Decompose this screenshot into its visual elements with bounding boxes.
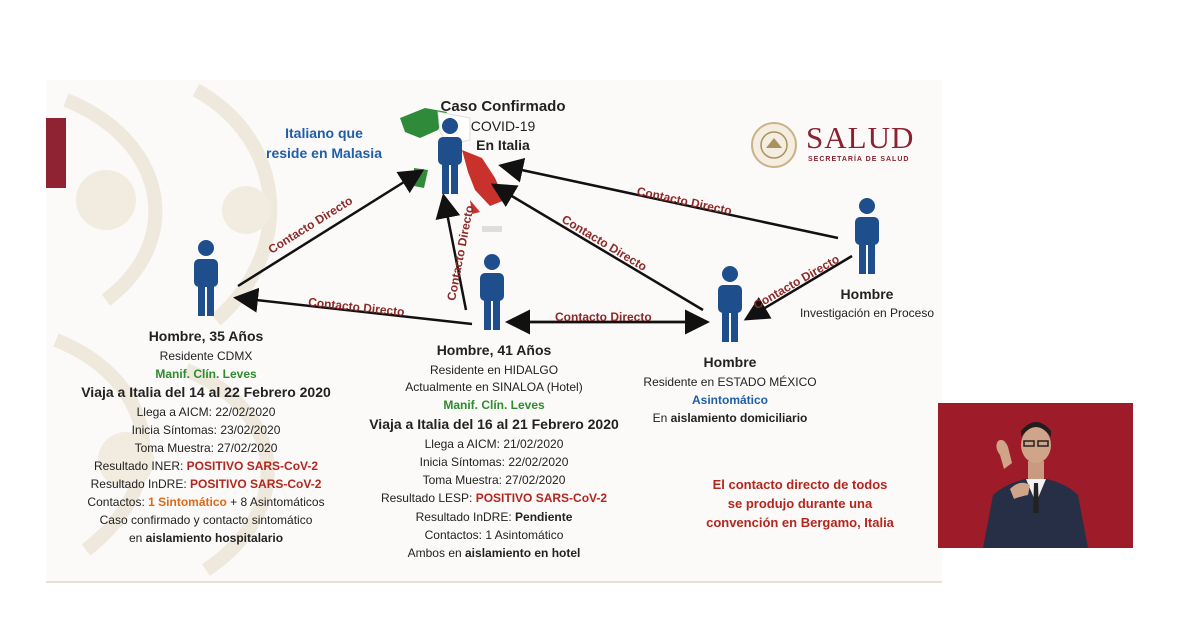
person2-sample: Toma Muestra: 27/02/2020 bbox=[422, 473, 566, 487]
person1-icon bbox=[194, 240, 218, 316]
italian-label-line2: reside en Malasia bbox=[266, 145, 382, 161]
arrow-label-person2-person3: Contacto Directo bbox=[555, 310, 652, 324]
person1-onset: Inicia Síntomas: 23/02/2020 bbox=[131, 423, 281, 437]
person1-sample: Toma Muestra: 27/02/2020 bbox=[134, 441, 278, 455]
italian-label-line1: Italiano que bbox=[285, 125, 363, 141]
person2-travel: Viaja a Italia del 16 al 21 Febrero 2020 bbox=[369, 416, 619, 432]
person3-status: Asintomático bbox=[691, 393, 769, 407]
salud-logo-subtitle: SECRETARÍA DE SALUD bbox=[808, 156, 910, 163]
arrow-person2-to-case bbox=[435, 193, 468, 311]
person2-onset: Inicia Síntomas: 22/02/2020 bbox=[419, 455, 569, 469]
closing-line2: se produjo durante una bbox=[727, 496, 873, 511]
person1-indre-result: Resultado InDRE: POSITIVO SARS-CoV-2 bbox=[90, 477, 322, 491]
person1-isolation: en aislamiento hospitalario bbox=[128, 531, 284, 545]
person1-arrival: Llega a AICM: 22/02/2020 bbox=[136, 405, 276, 419]
arrow-person1-to-case bbox=[237, 169, 425, 288]
person1-title: Hombre, 35 Años bbox=[148, 328, 264, 344]
slide-divider bbox=[46, 581, 942, 583]
person1-note: Caso confirmado y contacto sintomático bbox=[99, 513, 313, 527]
person1-symptoms: Manif. Clín. Leves bbox=[155, 367, 257, 381]
person4-title: Hombre bbox=[840, 286, 894, 302]
accent-bar bbox=[46, 118, 66, 188]
person3-icon bbox=[718, 266, 742, 342]
person1-residence: Residente CDMX bbox=[159, 349, 253, 363]
person2-title: Hombre, 41 Años bbox=[436, 342, 552, 358]
closing-line3: convención en Bergamo, Italia bbox=[706, 515, 894, 530]
person1-travel: Viaja a Italia del 14 al 22 Febrero 2020 bbox=[81, 384, 331, 400]
person4-status: Investigación en Proceso bbox=[799, 306, 935, 320]
person4-icon bbox=[855, 198, 879, 274]
arrow-person4-to-person3 bbox=[743, 254, 853, 321]
person2-arrival: Llega a AICM: 21/02/2020 bbox=[424, 437, 564, 451]
person2-residence: Residente en HIDALGO bbox=[429, 363, 559, 377]
person3-title: Hombre bbox=[703, 354, 757, 370]
arrow-person3-to-case bbox=[490, 183, 704, 312]
person2-icon bbox=[480, 254, 504, 330]
decorative-pattern bbox=[53, 83, 278, 576]
person1-contacts: Contactos: 1 Sintomático + 8 Asintomátic… bbox=[87, 495, 325, 509]
person2-current: Actualmente en SINALOA (Hotel) bbox=[405, 380, 583, 394]
person3-isolation: En aislamiento domiciliario bbox=[652, 411, 808, 425]
person2-contacts: Contactos: 1 Asintomático bbox=[424, 528, 564, 542]
case-title-line2: COVID-19 bbox=[470, 118, 536, 134]
arrow-person4-to-case bbox=[498, 157, 839, 240]
person2-isolation: Ambos en aislamiento en hotel bbox=[407, 546, 581, 560]
person-case-icon bbox=[438, 118, 462, 194]
person2-indre-result: Resultado InDRE: Pendiente bbox=[415, 510, 573, 524]
salud-logo: SALUD bbox=[806, 120, 915, 155]
person2-lesp-result: Resultado LESP: POSITIVO SARS-CoV-2 bbox=[380, 491, 608, 505]
government-seal-icon bbox=[751, 122, 797, 168]
case-title-line3: En Italia bbox=[476, 137, 530, 153]
person3-residence: Residente en ESTADO MÉXICO bbox=[643, 375, 817, 389]
arrow-person2-to-person1 bbox=[233, 287, 473, 326]
interpreter-figure-icon bbox=[938, 403, 1133, 548]
person1-iner-result: Resultado INER: POSITIVO SARS-CoV-2 bbox=[93, 459, 319, 473]
case-title-line1: Caso Confirmado bbox=[440, 98, 566, 115]
slide-background bbox=[46, 80, 942, 582]
closing-line1: El contacto directo de todos bbox=[712, 477, 888, 492]
person2-symptoms: Manif. Clín. Leves bbox=[443, 398, 545, 412]
sign-language-interpreter-video bbox=[938, 403, 1133, 548]
